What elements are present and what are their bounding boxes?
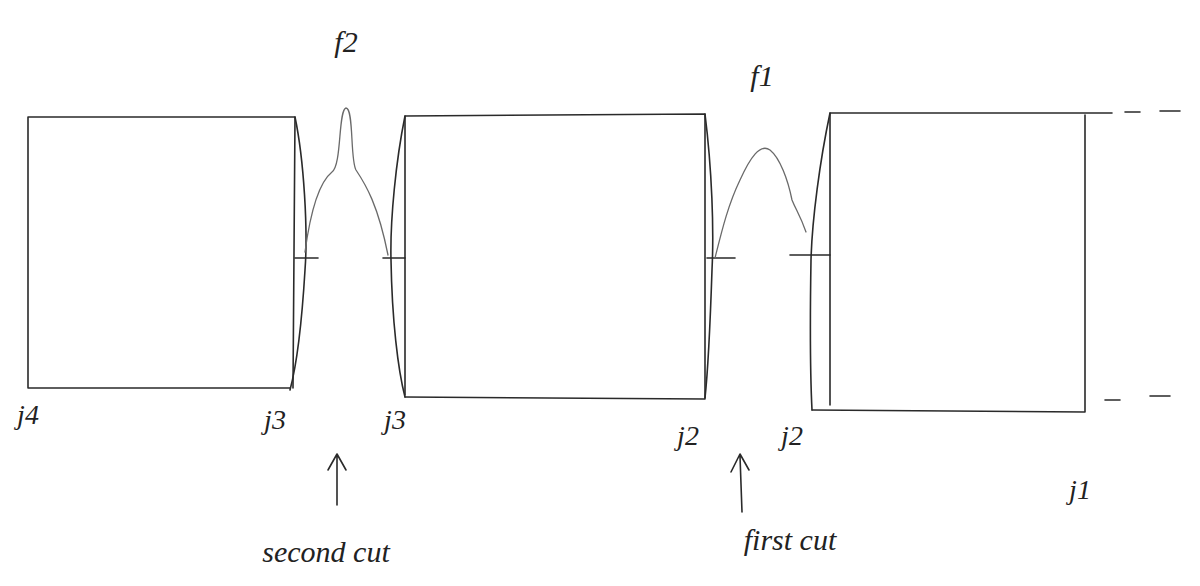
cut-arrow [328,454,346,505]
joint-label: j2 [781,422,803,450]
joint-label: j4 [17,401,39,429]
cut-end [391,116,405,397]
joint-label: j3 [384,406,406,434]
cut-end [290,117,306,390]
cut-end [705,114,713,398]
joint-label: j2 [677,422,699,450]
force-label: f1 [750,61,773,91]
profile-baseline [707,257,735,259]
joint-label: j3 [264,406,286,434]
force-label: f2 [334,27,357,57]
cut-label: second cut [262,537,389,567]
profile-baseline [790,254,830,256]
cut-label: first cut [744,525,837,555]
profile-baseline [383,257,405,259]
cylinder-outline [28,117,295,388]
cylinder-outline [812,113,1112,412]
joint-label: j1 [1069,476,1091,504]
continuation-dash [1105,111,1180,400]
cut-arrow [731,454,749,512]
profile-baseline [295,257,318,259]
profile-curve [715,148,806,258]
cylinder-outline [405,114,705,399]
profile-curve [305,108,388,255]
cut-end [810,113,830,410]
